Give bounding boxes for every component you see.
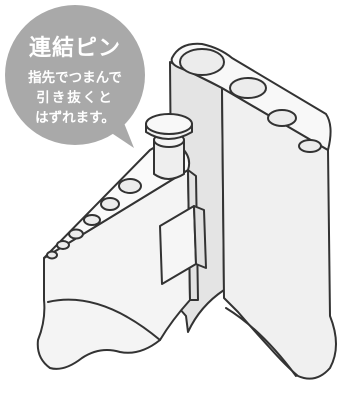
left-foot-curve: [47, 298, 161, 341]
left-hole-2: [100, 197, 120, 211]
callout-bubble-circle: [5, 5, 145, 145]
left-hole-6: [46, 250, 58, 260]
left-hole-5: [56, 240, 70, 250]
right-block-front: [221, 87, 337, 380]
callout-title: 連結ピン: [28, 36, 121, 61]
callout-bubble: [5, 5, 145, 148]
right-hole-4: [298, 139, 322, 153]
callout-line-3: はずれます。: [35, 110, 115, 126]
left-block-front: [36, 169, 191, 370]
hinge-plate-side: [193, 205, 207, 269]
pin-shaft: [153, 139, 185, 180]
left-hole-3: [83, 214, 101, 226]
connecting-pin: [145, 113, 193, 180]
right-hole-large: [179, 48, 225, 76]
callout-line-1: 指先でつまんで: [28, 70, 122, 86]
right-foot-curve: [225, 307, 297, 377]
callout-line-2: 引き抜くと: [36, 90, 114, 106]
left-hole-1: [118, 178, 142, 194]
left-hole-4: [68, 228, 84, 240]
hinge-clip: [159, 205, 207, 285]
right-hole-3: [267, 109, 297, 127]
left-block: [36, 142, 199, 370]
pin-head-top: [145, 113, 193, 135]
right-hole-2: [229, 77, 267, 99]
